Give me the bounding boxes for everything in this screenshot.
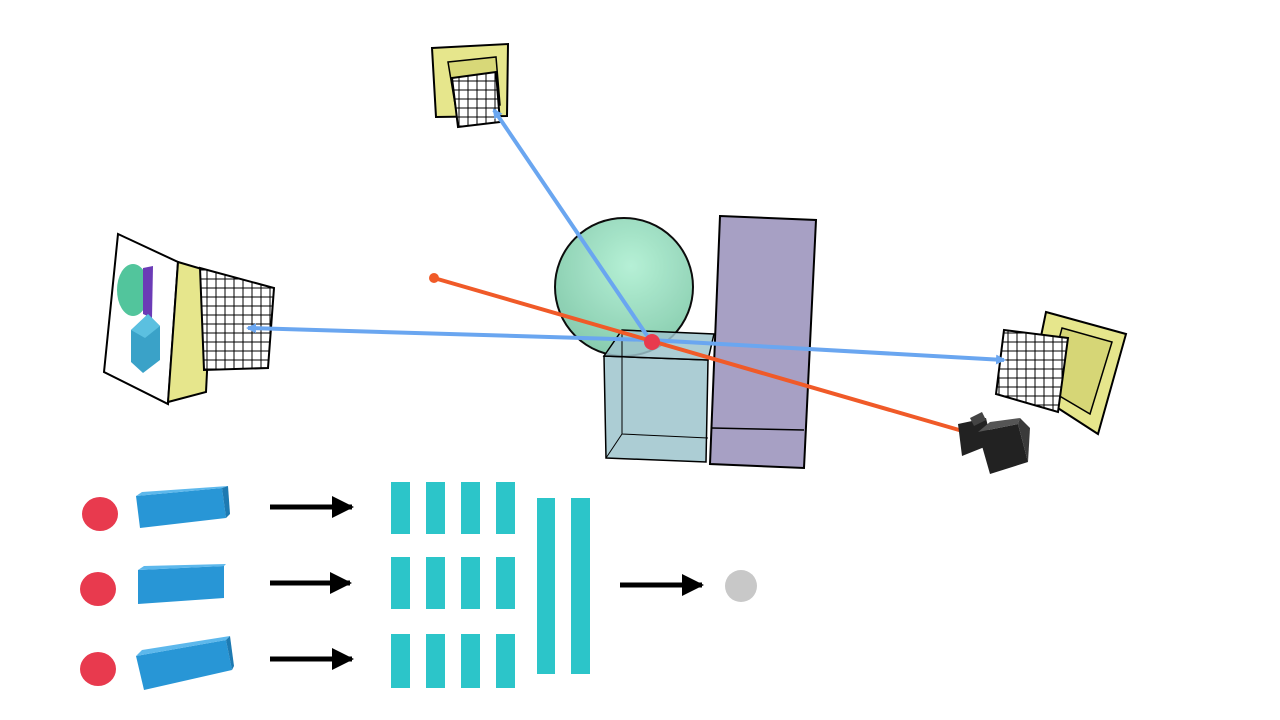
- projector-grid-left: [198, 266, 276, 372]
- feature-bar-icon: [426, 557, 445, 609]
- ray-to-left: [246, 323, 651, 342]
- camera-ray: [433, 276, 967, 434]
- projector-top: [430, 42, 510, 129]
- ray-origin-dot: [429, 273, 439, 283]
- feature-bar-icon: [426, 482, 445, 534]
- ray-to-right: [649, 338, 1006, 365]
- feature-bar-icon: [496, 634, 515, 688]
- rays: [246, 108, 1006, 434]
- feature-grid: [391, 482, 590, 688]
- point-icon: [82, 497, 118, 531]
- cylinder-icon: [136, 486, 230, 528]
- output-dot-icon: [725, 570, 757, 602]
- feature-bar-icon: [391, 557, 410, 609]
- feature-bar-icon: [391, 482, 410, 534]
- scene-tall-box: [708, 214, 818, 470]
- feature-bar-icon: [426, 634, 445, 688]
- projected-sphere-icon: [117, 264, 149, 316]
- projector-grid-right: [994, 328, 1070, 414]
- projected-image-screen: [102, 232, 180, 406]
- feature-bar-icon: [537, 498, 555, 674]
- feature-bar-icon: [461, 634, 480, 688]
- point-icon: [80, 652, 116, 686]
- feature-bar-icon: [461, 557, 480, 609]
- ray-hit-point: [644, 334, 660, 350]
- feature-bar-icon: [461, 482, 480, 534]
- cylinder-icon: [136, 636, 234, 690]
- point-icon: [80, 572, 116, 606]
- ray-to-top: [492, 108, 652, 342]
- pipeline: [80, 482, 757, 690]
- scene-cube: [602, 329, 715, 463]
- projector-grid-top: [450, 70, 502, 129]
- feature-bar-icon: [496, 557, 515, 609]
- cylinder-icon: [138, 564, 226, 604]
- projector-left: [102, 232, 276, 406]
- projected-box-icon: [143, 266, 153, 318]
- feature-bar-icon: [571, 498, 590, 674]
- camera-icon: [958, 412, 1030, 474]
- feature-bar-icon: [496, 482, 515, 534]
- feature-bar-icon: [391, 634, 410, 688]
- projector-right: [994, 310, 1128, 436]
